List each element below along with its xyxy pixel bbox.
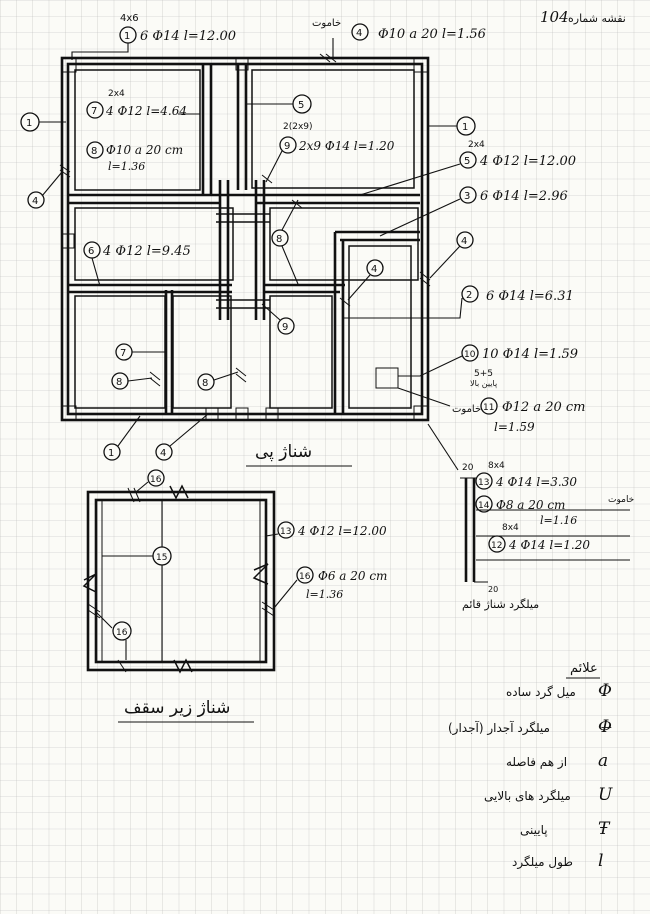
column-detail: 20 8x4 13 4 Φ14 l=3.30 14 Φ8 a 20 cm l=1… [427,423,634,611]
svg-text:4: 4 [371,264,377,275]
column-detail-title: میلگرد شناژ قائم [462,598,539,611]
svg-text:1: 1 [26,118,32,129]
svg-text:9: 9 [282,322,288,333]
note-2x4-a: 2x4 [108,89,125,99]
callout-1-text: 6 Φ14 l=12.00 [140,29,236,44]
callout-16-text: Φ6 a 20 cm [318,569,387,583]
note-khamut-11: خاموت [452,404,481,415]
callout-3-text: 6 Φ14 l=2.96 [480,189,568,204]
svg-text:6: 6 [88,246,94,257]
svg-text:11: 11 [483,403,494,413]
foundation-callouts: 4x6 1 6 Φ14 l=12.00 خاموت 4 Φ10 a 20 l=1… [20,13,586,467]
svg-text:2: 2 [466,290,472,301]
svg-text:4: 4 [32,196,38,207]
callout-12-text: 4 Φ14 l=1.20 [508,538,590,552]
svg-text:16: 16 [116,628,128,638]
legend-desc-2: از هم فاصله [506,755,567,770]
svg-text:4: 4 [461,236,467,247]
legend-desc-4: پایینی [520,823,548,837]
note-2-2x9: 2(2x9) [283,122,313,132]
note-khamut-top: خاموت [312,18,341,29]
callout-5-text: 4 Φ12 l=12.00 [479,154,576,169]
svg-text:13: 13 [478,478,489,488]
note-5plus5: 5+5 [474,369,493,379]
callout-8-text: Φ10 a 20 cm [106,143,183,157]
callout-11-text: Φ12 a 20 cm [502,400,586,415]
svg-text:8: 8 [276,234,282,245]
svg-text:8: 8 [116,377,122,388]
callout-6-text: 4 Φ12 l=9.45 [102,244,191,259]
note-bottom-top: پایین بالا [470,379,497,388]
note-khamut-14: خاموت [608,495,634,505]
page-number: 104 [540,8,569,26]
svg-text:13: 13 [280,527,291,537]
svg-text:4: 4 [356,28,362,39]
svg-text:15: 15 [156,553,167,563]
callout-16-len: l=1.36 [306,588,343,601]
note-4x6: 4x6 [120,13,139,24]
legend-title: علائم [570,661,598,676]
svg-text:12: 12 [491,541,502,551]
callout-15-text: 4 Φ12 l=12.00 [297,524,387,538]
legend-sym-3: U [598,785,613,805]
svg-text:1: 1 [124,31,130,42]
svg-text:5: 5 [298,100,304,111]
callout-10-text: 10 Φ14 l=1.59 [482,347,578,362]
roof-title: شناژ زیر سقف [124,698,230,718]
callout-2-text: 6 Φ14 l=6.31 [486,289,574,304]
legend-sym-1: Φ̶ [598,717,612,737]
callout-14-len: l=1.16 [540,514,577,527]
svg-text:7: 7 [91,106,97,117]
legend-desc-1: میلگرد آجدار (آجدار) [448,720,550,736]
svg-text:10: 10 [464,350,476,360]
svg-text:7: 7 [120,348,126,359]
callout-13-text: 4 Φ14 l=3.30 [495,475,577,489]
col-small-20: 20 [488,585,498,594]
legend-desc-3: میلگرد های بالایی [484,789,571,804]
legend-desc-0: میل گرد ساده [506,685,576,700]
callout-4-text: Φ10 a 20 l=1.56 [378,27,486,42]
roof-beam-plan: 16 15 16 13 4 Φ12 l=12.00 16 Φ6 a 20 cm … [82,469,387,723]
svg-text:1: 1 [108,448,114,459]
header-text: نقشه شماره [568,12,626,25]
legend: علائم Φ میل گرد ساده Φ̶ میلگرد آجدار (آج… [448,661,613,871]
callout-14-text: Φ8 a 20 cm [496,498,565,512]
svg-text:1: 1 [462,122,468,133]
svg-text:16: 16 [150,475,162,485]
svg-text:8: 8 [91,146,97,157]
svg-text:14: 14 [478,501,490,511]
legend-sym-2: a [598,751,608,771]
legend-sym-5: l [598,851,603,871]
legend-sym-4: Ŧ [598,819,611,839]
svg-text:3: 3 [464,191,470,202]
callout-8-len: l=1.36 [108,160,145,173]
note-2x4-b: 2x4 [468,140,485,150]
col-dim-20: 20 [462,463,474,473]
svg-text:8: 8 [202,378,208,389]
callout-9-text: 2x9 Φ14 l=1.20 [298,139,395,153]
sheet-header: 104 نقشه شماره [540,8,626,26]
svg-text:4: 4 [160,448,166,459]
legend-sym-0: Φ [598,681,612,701]
svg-text:9: 9 [284,141,290,152]
legend-desc-5: طول میلگرد [512,855,573,870]
callout-11-len: l=1.59 [494,420,535,434]
plan-title: شناژ پی [255,442,312,462]
svg-text:16: 16 [299,572,311,582]
svg-text:5: 5 [464,156,470,167]
col-dim-8x4-b: 8x4 [502,523,519,533]
foundation-plan [59,53,431,422]
callout-7-text: 4 Φ12 l=4.64 [105,104,187,118]
col-dim-8x4-a: 8x4 [488,461,505,471]
